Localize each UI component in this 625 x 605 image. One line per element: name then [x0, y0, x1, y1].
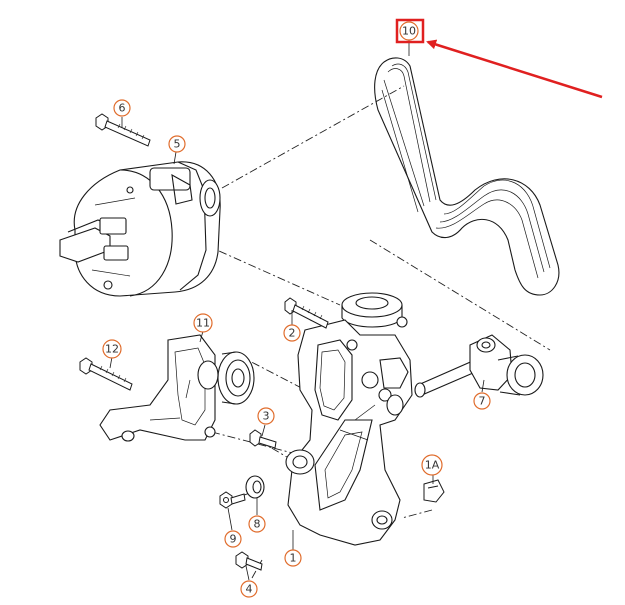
ribbed-belt	[374, 57, 560, 296]
callout-8-label: 8	[254, 518, 261, 531]
callout-6: 6	[113, 99, 131, 117]
callout-2-label: 2	[289, 327, 296, 340]
clip-1a	[423, 479, 445, 503]
callout-4: 4	[240, 580, 258, 598]
idler-bracket-11	[99, 334, 255, 442]
callout-9: 9	[224, 530, 242, 548]
callout-10: 10	[395, 18, 425, 44]
callout-1a: 1A	[421, 454, 443, 476]
callout-11: 11	[193, 313, 213, 333]
alternator	[59, 161, 221, 297]
callout-9-label: 9	[230, 533, 237, 546]
callout-3: 3	[257, 407, 275, 425]
callout-2: 2	[283, 324, 301, 342]
callout-10-label: 10	[402, 25, 416, 38]
callout-7-label: 7	[479, 395, 486, 408]
callout-8: 8	[248, 515, 266, 533]
callout-11-label: 11	[196, 317, 210, 330]
callout-3-label: 3	[263, 410, 270, 423]
callout-5-label: 5	[174, 138, 181, 151]
bracket-main	[285, 319, 413, 546]
bolt-6	[95, 113, 151, 147]
callout-5: 5	[168, 135, 186, 153]
highlight-arrow	[426, 39, 603, 99]
bolt-12	[79, 357, 133, 391]
callout-7: 7	[473, 392, 491, 410]
callout-12-label: 12	[105, 343, 119, 356]
pump-pulley	[341, 292, 408, 328]
bolt-9	[219, 491, 246, 509]
bolt-2	[284, 297, 329, 329]
callout-12: 12	[102, 339, 122, 359]
callout-10-highlight-box	[395, 18, 425, 44]
callout-1a-label: 1A	[425, 459, 440, 472]
callout-1: 1	[284, 549, 302, 567]
tensioner-7	[414, 334, 544, 398]
bolt-4	[235, 551, 263, 571]
bolt-3	[249, 429, 277, 449]
callout-6-label: 6	[119, 102, 126, 115]
callout-4-label: 4	[246, 583, 253, 596]
washer-8	[245, 475, 265, 499]
callout-1-label: 1	[290, 552, 297, 565]
